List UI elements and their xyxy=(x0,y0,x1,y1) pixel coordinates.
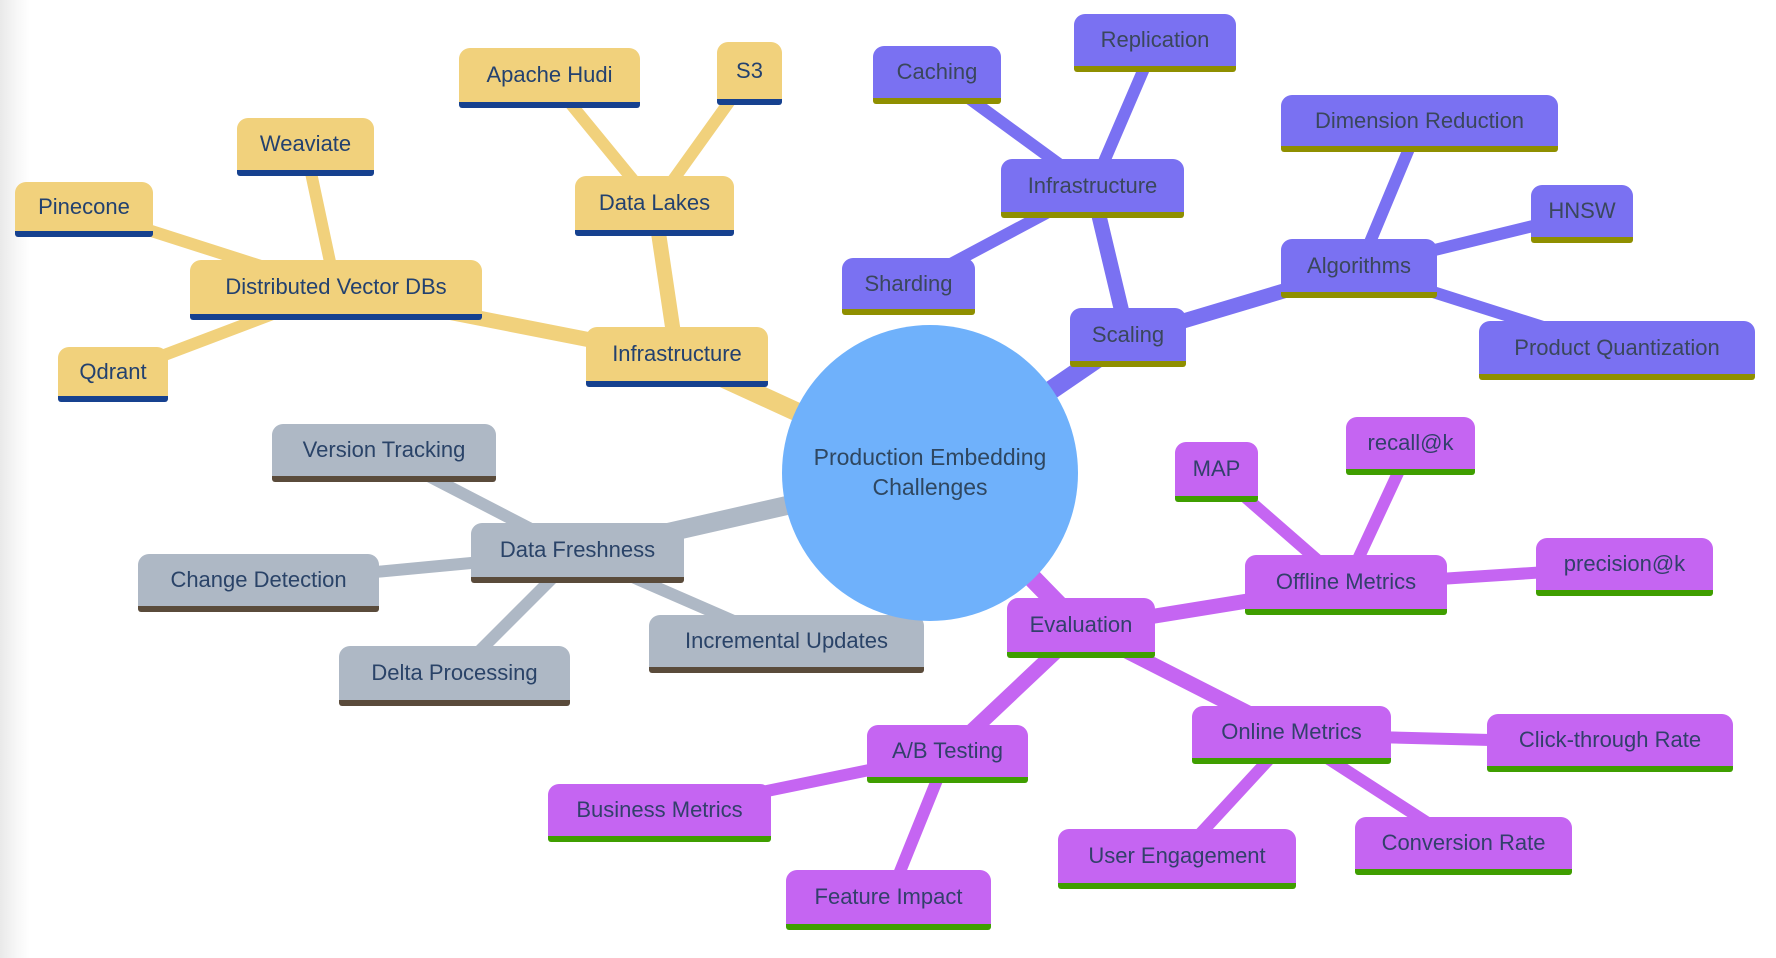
node-label: Data Freshness xyxy=(499,537,656,563)
node-label: Scaling xyxy=(1091,321,1165,347)
node-sharding: Sharding xyxy=(842,258,975,315)
node-label: Click-through Rate xyxy=(1518,727,1702,753)
node-label: Replication xyxy=(1100,27,1210,53)
node-version-tracking: Version Tracking xyxy=(272,424,496,482)
node-recall-k: recall@k xyxy=(1346,417,1475,475)
node-apache-hudi: Apache Hudi xyxy=(459,48,640,108)
node-feature-impact: Feature Impact xyxy=(786,870,991,930)
node-pinecone: Pinecone xyxy=(15,182,153,237)
node-label: Infrastructure xyxy=(1027,172,1158,198)
node-label: S3 xyxy=(736,57,763,83)
node-label: Online Metrics xyxy=(1221,719,1362,745)
node-product-quantization: Product Quantization xyxy=(1479,321,1755,380)
node-data-freshness: Data Freshness xyxy=(471,523,684,583)
node-hnsw: HNSW xyxy=(1531,185,1633,243)
node-infrastructure-scaling: Infrastructure xyxy=(1001,159,1184,218)
node-s3: S3 xyxy=(717,42,782,105)
node-label: HNSW xyxy=(1548,198,1616,224)
node-weaviate: Weaviate xyxy=(237,118,374,176)
node-change-detection: Change Detection xyxy=(138,554,379,612)
node-label: Caching xyxy=(896,59,978,85)
node-label: Qdrant xyxy=(79,358,147,384)
node-label: Dimension Reduction xyxy=(1314,107,1525,133)
node-caching: Caching xyxy=(873,46,1001,104)
node-scaling-node: Scaling xyxy=(1070,308,1186,367)
node-user-engagement: User Engagement xyxy=(1058,829,1296,889)
node-label: MAP xyxy=(1192,456,1241,482)
node-label: Algorithms xyxy=(1307,252,1411,278)
node-distributed-vector-dbs: Distributed Vector DBs xyxy=(190,260,482,320)
node-label: Feature Impact xyxy=(814,884,963,910)
node-label: Delta Processing xyxy=(371,660,538,686)
node-offline-metrics: Offline Metrics xyxy=(1245,555,1447,615)
node-label: Evaluation xyxy=(1029,612,1133,638)
node-data-lakes: Data Lakes xyxy=(575,176,734,236)
node-label: Offline Metrics xyxy=(1275,569,1417,595)
node-precision-k: precision@k xyxy=(1536,538,1713,596)
node-label: Version Tracking xyxy=(302,437,466,463)
node-click-through-rate: Click-through Rate xyxy=(1487,714,1733,772)
node-infrastructure-storage: Infrastructure xyxy=(586,327,768,387)
node-label: precision@k xyxy=(1563,551,1686,577)
node-label: Data Lakes xyxy=(598,190,711,216)
node-label: recall@k xyxy=(1367,430,1454,456)
node-ab-testing: A/B Testing xyxy=(867,725,1028,783)
node-center-root: Production Embedding Challenges xyxy=(782,325,1078,621)
node-label: Business Metrics xyxy=(576,797,743,823)
node-business-metrics: Business Metrics xyxy=(548,784,771,842)
node-replication: Replication xyxy=(1074,14,1236,72)
node-label: Pinecone xyxy=(38,193,130,219)
node-label: Product Quantization xyxy=(1514,334,1720,360)
node-evaluation-node: Evaluation xyxy=(1007,598,1155,658)
node-label: Distributed Vector DBs xyxy=(225,274,447,300)
node-label: Conversion Rate xyxy=(1381,830,1546,856)
node-dimension-reduction: Dimension Reduction xyxy=(1281,95,1558,152)
node-map: MAP xyxy=(1175,442,1258,502)
node-incremental-updates: Incremental Updates xyxy=(649,615,924,673)
node-qdrant: Qdrant xyxy=(58,347,168,402)
node-conversion-rate: Conversion Rate xyxy=(1355,817,1572,875)
node-label: Weaviate xyxy=(259,131,352,157)
node-label: Incremental Updates xyxy=(685,628,888,654)
center-label: Production Embedding Challenges xyxy=(813,444,1047,500)
node-label: User Engagement xyxy=(1088,843,1266,869)
node-label: A/B Testing xyxy=(892,738,1003,764)
node-label: Sharding xyxy=(864,270,953,296)
node-label: Change Detection xyxy=(170,567,347,593)
node-label: Apache Hudi xyxy=(486,62,613,88)
node-algorithms: Algorithms xyxy=(1281,239,1437,298)
node-online-metrics: Online Metrics xyxy=(1192,706,1391,764)
node-label: Infrastructure xyxy=(612,341,742,367)
node-delta-processing: Delta Processing xyxy=(339,646,570,706)
